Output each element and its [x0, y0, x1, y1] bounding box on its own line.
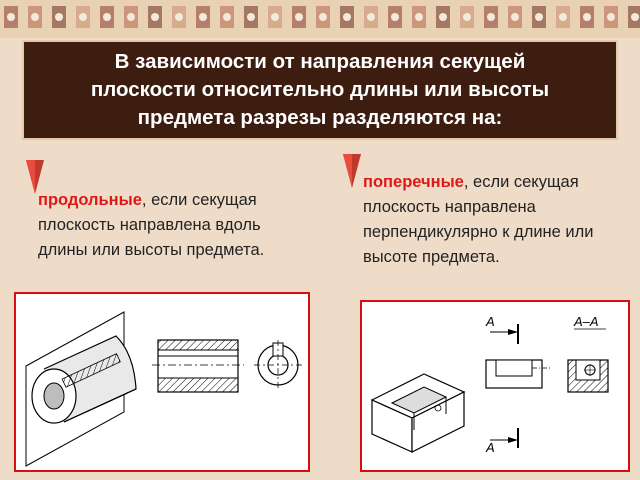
ornament-dot	[271, 13, 279, 21]
ornament-dot	[31, 13, 39, 21]
title-panel: В зависимости от направления секущей пло…	[22, 40, 618, 140]
ornament-dot	[319, 13, 327, 21]
longitudinal-section-drawing	[14, 292, 310, 472]
ornament-dot	[151, 13, 159, 21]
page-title: В зависимости от направления секущей пло…	[90, 50, 550, 129]
ornament-dot	[55, 13, 63, 21]
keyword-longitudinal: продольные	[38, 191, 142, 209]
transverse-section-drawing: А А А–А	[360, 300, 630, 472]
ornament-dot	[103, 13, 111, 21]
ornament-dot	[607, 13, 615, 21]
ornament-dot	[79, 13, 87, 21]
ornament-dot	[7, 13, 15, 21]
transverse-section-illustration: А А А–А	[370, 314, 609, 455]
ornament-dot	[391, 13, 399, 21]
red-triangle-marker-icon	[26, 160, 44, 194]
ornament-pattern	[4, 6, 640, 28]
ornament-dot	[343, 13, 351, 21]
transverse-description: поперечные, если секущая плоскость напра…	[363, 170, 631, 270]
ornament-dot	[439, 13, 447, 21]
ornament-dot	[295, 13, 303, 21]
ornament-dot	[583, 13, 591, 21]
red-triangle-marker-icon	[343, 154, 361, 188]
ornament-dot	[415, 13, 423, 21]
ornament-dot	[127, 13, 135, 21]
longitudinal-section-illustration	[25, 311, 302, 467]
ornament-dot	[535, 13, 543, 21]
label-section-a-bottom: А	[485, 440, 495, 455]
ornament-dot	[511, 13, 519, 21]
ornament-dot	[247, 13, 255, 21]
keyword-transverse: поперечные	[363, 173, 464, 191]
ornament-dot	[367, 13, 375, 21]
ornament-dot	[223, 13, 231, 21]
ornament-dot	[631, 13, 639, 21]
decorative-header-strip	[0, 0, 640, 38]
ornament-dot	[463, 13, 471, 21]
longitudinal-description: продольные, если секущая плоскость напра…	[38, 188, 308, 263]
section-a-a-label: А–А	[573, 314, 599, 329]
ornament-dot	[199, 13, 207, 21]
longitudinal-text: , если секущая плоскость направлена вдол…	[38, 191, 265, 259]
transverse-text: , если секущая плоскость направлена перп…	[363, 173, 594, 266]
ornament-dot	[559, 13, 567, 21]
ornament-dot	[175, 13, 183, 21]
label-section-a-top: А	[485, 314, 495, 329]
ornament-dot	[487, 13, 495, 21]
